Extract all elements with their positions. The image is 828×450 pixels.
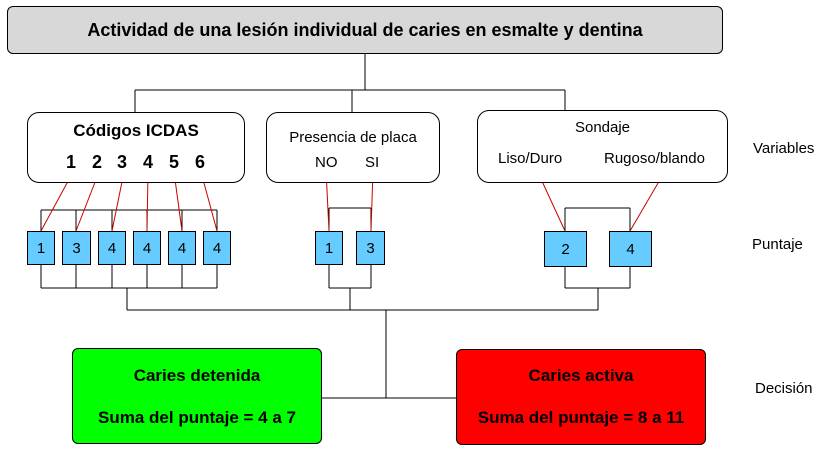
icdas-score-1: 1 [27,231,55,265]
sondaje-heading: Sondaje [574,119,631,136]
placa-option-si: SI [365,154,380,171]
icdas-score-5: 4 [168,231,196,265]
side-label-variables: Variables [753,140,815,157]
side-label-decision: Decisión [755,380,813,397]
decision-activa-label: Caries activa [528,366,634,385]
icdas-score-4: 4 [133,231,161,265]
icdas-variable-box: Códigos ICDAS 1 2 3 4 5 6 [27,112,245,183]
placa-option-no: NO [315,154,338,171]
sondaje-variable-box: Sondaje Liso/Duro Rugoso/blando [477,110,728,183]
decision-detenida-label: Caries detenida [133,366,261,385]
icdas-score-3: 4 [98,231,126,265]
icdas-code-6: 6 [195,152,206,172]
placa-score-no: 1 [315,231,343,265]
sondaje-score-liso: 2 [544,231,587,267]
icdas-code-5: 5 [169,152,180,172]
decision-caries-detenida: Caries detenida Suma del puntaje = 4 a 7 [72,348,322,444]
icdas-heading: Códigos ICDAS [73,121,199,140]
decision-activa-sum: Suma del puntaje = 8 a 11 [477,408,685,427]
icdas-code-4: 4 [143,152,154,172]
icdas-score-2: 3 [62,231,91,265]
sondaje-option-liso: Liso/Duro [498,150,563,167]
placa-score-si: 3 [356,231,385,265]
icdas-code-3: 3 [117,152,128,172]
icdas-code-2: 2 [92,152,103,172]
icdas-code-1: 1 [66,152,77,172]
sondaje-score-rugoso: 4 [609,231,652,267]
diagram-title: Actividad de una lesión individual de ca… [7,6,723,54]
icdas-score-6: 4 [203,231,231,265]
placa-variable-box: Presencia de placa NO SI [266,112,440,183]
placa-heading: Presencia de placa [289,129,417,146]
sondaje-option-rugoso: Rugoso/blando [604,150,705,167]
decision-caries-activa: Caries activa Suma del puntaje = 8 a 11 [456,349,706,445]
decision-detenida-sum: Suma del puntaje = 4 a 7 [98,408,296,427]
side-label-puntaje: Puntaje [752,236,803,253]
diagram-title-text: Actividad de una lesión individual de ca… [87,19,643,40]
